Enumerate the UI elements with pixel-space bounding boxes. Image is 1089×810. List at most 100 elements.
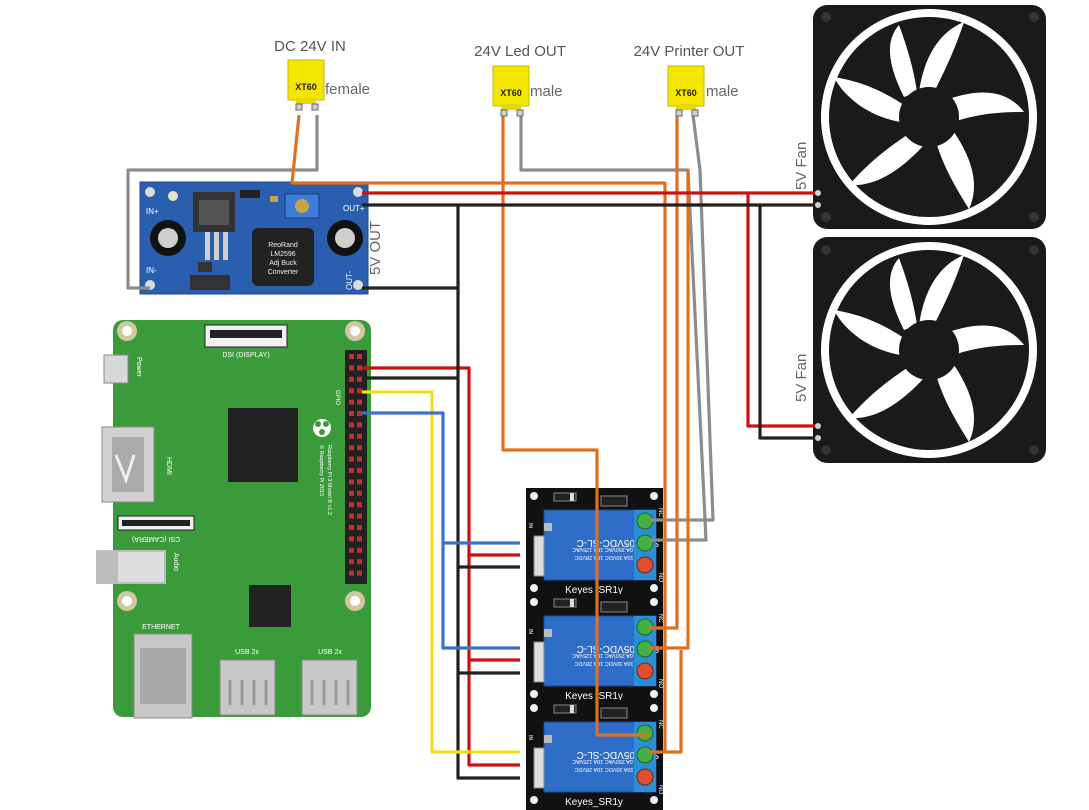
pi-model-line-2: © Raspberry Pi 2015 <box>318 445 325 496</box>
wire-red-relay2 <box>467 555 520 767</box>
relay-coil-label: SRD-05VDC-SL-C <box>577 749 660 760</box>
gpio-pin <box>349 422 354 428</box>
gpio-pin <box>357 468 362 473</box>
gpio-pin <box>357 456 362 462</box>
pin-out-minus: OUT- <box>345 271 354 290</box>
pi-audio-label: Audio <box>172 553 179 571</box>
connector-3-title: 24V Printer OUT <box>634 43 745 60</box>
gpio-pin <box>349 547 354 553</box>
gpio-pin <box>357 513 362 519</box>
wire-gray-printer-2 <box>650 169 708 542</box>
relay-in-label: IN <box>527 735 533 740</box>
fan-top <box>813 5 1046 229</box>
xt60-model-label: XT60 <box>675 88 697 98</box>
wire-black-relay <box>458 565 520 675</box>
relay-nc-label: NC <box>657 508 663 517</box>
inductor-line-1: ReoRand <box>268 242 298 249</box>
gpio-pin <box>357 399 362 405</box>
pin-out-plus: OUT+ <box>343 204 365 213</box>
gpio-pin <box>357 547 362 553</box>
pin-in-plus: IN+ <box>146 207 159 216</box>
wire-red-pi <box>362 366 520 557</box>
relay-no-label: NO <box>657 785 663 794</box>
connector-1-title: DC 24V IN <box>274 38 346 55</box>
inductor-line-2: LM2596 <box>270 251 295 258</box>
pi-power-label: Power <box>135 357 142 378</box>
gpio-pin <box>357 502 362 508</box>
connector-1-gender: female <box>325 81 370 98</box>
pi-csi-label: CSI (CAMERA) <box>132 535 180 542</box>
gpio-pin <box>349 445 354 451</box>
gpio-pin <box>357 365 362 371</box>
gpio-pin <box>357 354 362 359</box>
pi-model-line-1: Raspberry Pi 3 Model B v1.2 <box>326 445 332 515</box>
gpio-pin <box>349 456 354 462</box>
gpio-pin <box>349 411 354 416</box>
relay-nc-label: NC <box>657 614 663 623</box>
wire-orange-printer <box>650 115 679 630</box>
relay-coil-label: SRD-05VDC-SL-C <box>577 537 660 548</box>
gpio-header <box>349 354 362 576</box>
relay-rating-1: 10A 250VAC 10A 125VAC <box>572 758 636 764</box>
fan-bottom <box>813 237 1046 463</box>
relay-name-label: Keyes_SR1y <box>565 585 623 596</box>
wire-gray-dcin <box>126 115 319 290</box>
xt60-connector-printer-out: XT60 <box>667 65 705 117</box>
gpio-pin <box>357 570 362 576</box>
relay-rating-2: 10A 30VDC 10A 28VDC <box>574 766 633 772</box>
xt60-model-label: XT60 <box>295 82 317 92</box>
gpio-pin <box>357 525 362 530</box>
gpio-pin <box>349 536 354 542</box>
relay-in-label: IN <box>527 523 533 528</box>
gpio-pin <box>357 445 362 451</box>
relay-rating-2: 10A 30VDC 10A 28VDC <box>574 660 633 666</box>
inductor-line-4: Converter <box>268 269 299 276</box>
pi-hdmi-label: HDMI <box>165 457 172 475</box>
wire-red-fan2 <box>746 193 818 428</box>
wire-yellow <box>362 390 520 754</box>
gpio-pin <box>349 570 354 576</box>
relay-in-label: IN <box>527 629 533 634</box>
gpio-pin <box>349 479 354 485</box>
relay-rating-1: 10A 250VAC 10A 125VAC <box>572 546 636 552</box>
gpio-pin <box>349 433 354 439</box>
xt60-model-label: XT60 <box>500 88 522 98</box>
buck-out-label: 5V OUT <box>367 221 384 275</box>
pi-usb-2-label: USB 2x <box>318 649 342 656</box>
wire-black-fan2 <box>758 205 818 440</box>
gpio-pin <box>357 479 362 485</box>
fan-blades-icon <box>834 22 1024 209</box>
wires <box>126 114 818 780</box>
gpio-pin <box>349 354 354 359</box>
inductor-line-3: Adj Buck <box>269 260 297 267</box>
pi-dsi-label: DSI (DISPLAY) <box>222 352 269 359</box>
xt60-connector-dc-in: XT60 <box>287 59 325 111</box>
gpio-pin <box>357 388 362 394</box>
gpio-pin <box>357 536 362 542</box>
wire-orange-printer-2 <box>650 170 690 754</box>
connector-3-gender: male <box>706 83 739 100</box>
wire-gray-printer-1 <box>650 114 715 522</box>
pin-in-minus: IN- <box>146 266 157 275</box>
relay-coil-label: SRD-05VDC-SL-C <box>577 643 660 654</box>
relay-rating-2: 10A 30VDC 10A 28VDC <box>574 554 633 560</box>
buck-converter: ReoRand LM2596 Adj Buck Converter IN+ IN… <box>139 181 369 295</box>
fan-bottom-label: 5V Fan <box>793 354 810 402</box>
xt60-connector-led-out: XT60 <box>492 65 530 117</box>
connector-2-title: 24V Led OUT <box>474 43 566 60</box>
raspberry-pi-board: DSI (DISPLAY) Power HDMI Raspberry Pi 3 … <box>96 320 371 719</box>
gpio-pin <box>349 468 354 473</box>
gpio-pin <box>349 365 354 371</box>
gpio-pin <box>349 559 354 565</box>
gpio-pin <box>349 502 354 508</box>
gpio-pin <box>349 490 354 496</box>
gpio-pin <box>349 525 354 530</box>
gpio-pin <box>349 376 354 382</box>
gpio-pin <box>357 411 362 416</box>
gpio-pin <box>349 388 354 394</box>
gpio-pin <box>357 490 362 496</box>
relay-name-label: Keyes_SR1y <box>565 797 623 808</box>
relay-name-label: Keyes_SR1y <box>565 691 623 702</box>
